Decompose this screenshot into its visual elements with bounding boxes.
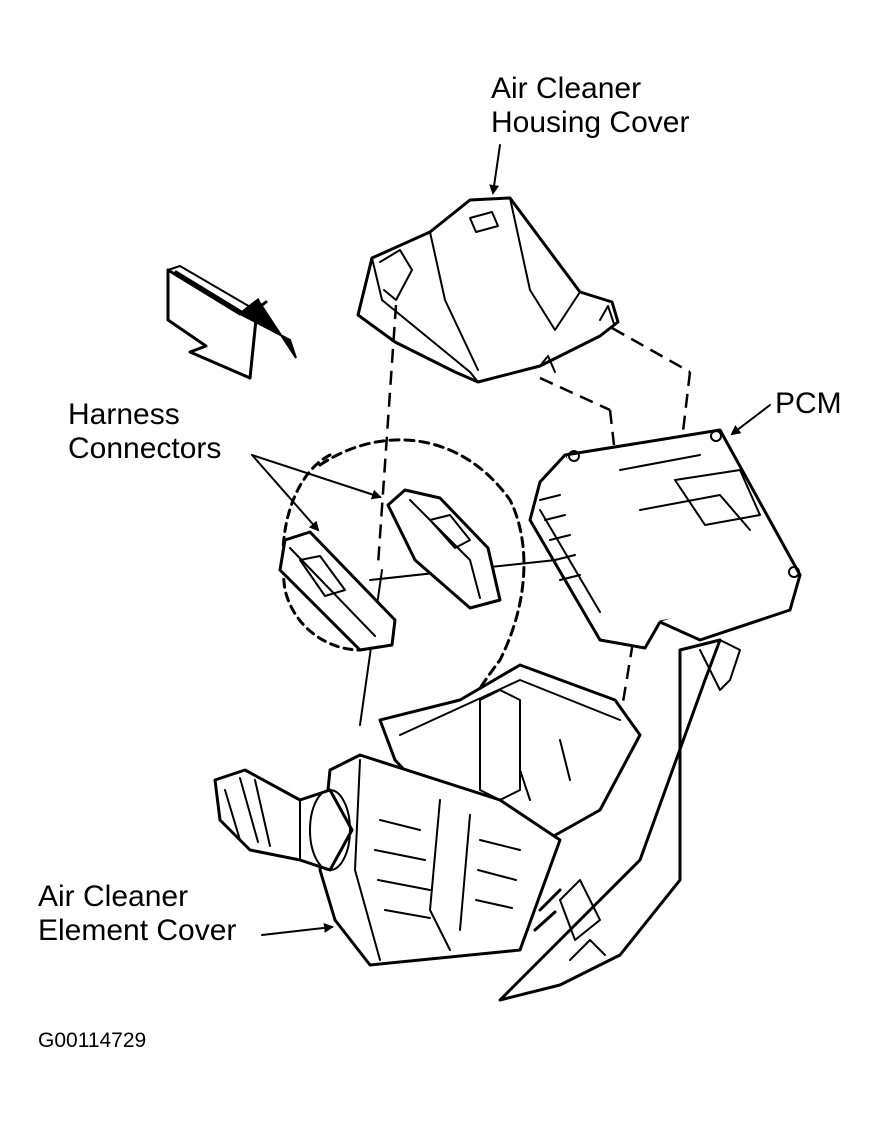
pcm-label: PCM — [775, 387, 842, 420]
harness-connector-center — [386, 488, 502, 610]
mounting-bracket — [498, 638, 741, 1002]
harness-connector-left — [278, 530, 397, 652]
callout-arrows — [251, 144, 771, 936]
element-cover-label-line2: Element Cover — [38, 914, 236, 947]
intake-duct — [213, 768, 354, 872]
housing-cover-label-line1: Air Cleaner — [491, 72, 641, 105]
air-cleaner-element-cover — [318, 753, 562, 967]
figure-id: G00114729 — [38, 1029, 146, 1052]
pcm-module — [528, 428, 802, 650]
element-cover-label-line1: Air Cleaner — [38, 880, 188, 913]
front-direction-arrow-icon — [166, 265, 297, 380]
wiring-harness — [281, 438, 526, 792]
harness-label-line1: Harness — [68, 398, 180, 431]
harness-label-line2: Connectors — [68, 432, 221, 465]
air-cleaner-housing-cover — [356, 196, 620, 384]
housing-cover-label-line2: Housing Cover — [491, 106, 689, 139]
